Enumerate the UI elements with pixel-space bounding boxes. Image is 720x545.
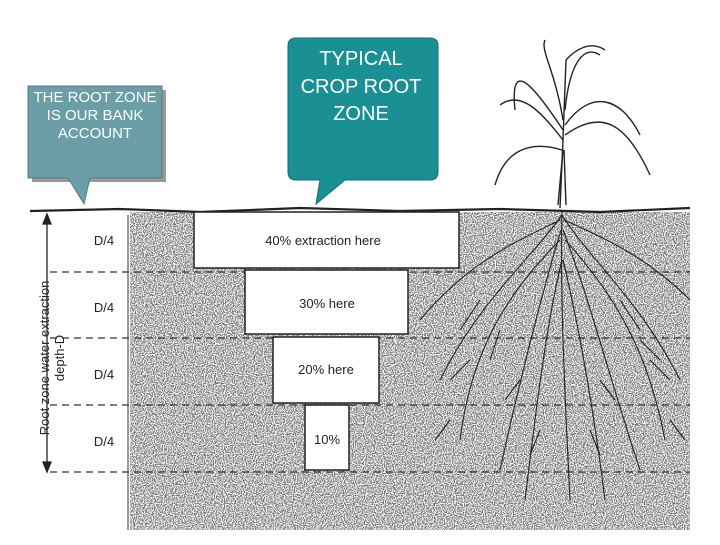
extraction-boxes xyxy=(193,211,460,471)
depth-axis-arrow xyxy=(42,212,52,474)
extraction-label-10: 10% xyxy=(313,432,341,447)
callout-top-text: TYPICAL CROP ROOT ZONE xyxy=(300,48,422,126)
extraction-box-10 xyxy=(304,404,350,471)
depth-label-4: D/4 xyxy=(93,434,115,449)
callout-left-text: THE ROOT ZONE IS OUR BANK ACCOUNT xyxy=(33,89,157,142)
callout-left-bubble xyxy=(27,85,163,206)
crop-plant-illustration xyxy=(494,39,651,209)
depth-label-3: D/4 xyxy=(93,367,115,382)
depth-divider-lines xyxy=(50,271,690,473)
extraction-box-40 xyxy=(193,211,460,269)
extraction-label-30: 30% here xyxy=(299,296,355,311)
root-system xyxy=(419,209,691,501)
depth-axis-label: Root zone water extraction depth-D xyxy=(37,280,67,436)
soil-surface-line xyxy=(29,206,691,214)
depth-label-1: D/4 xyxy=(93,233,115,248)
extraction-label-20: 20% here xyxy=(298,362,354,377)
extraction-label-40: 40% extraction here xyxy=(265,233,381,248)
extraction-box-20 xyxy=(272,336,380,404)
extraction-box-30 xyxy=(244,269,409,335)
depth-label-2: D/4 xyxy=(93,300,115,315)
callout-top-bubble xyxy=(287,37,439,206)
